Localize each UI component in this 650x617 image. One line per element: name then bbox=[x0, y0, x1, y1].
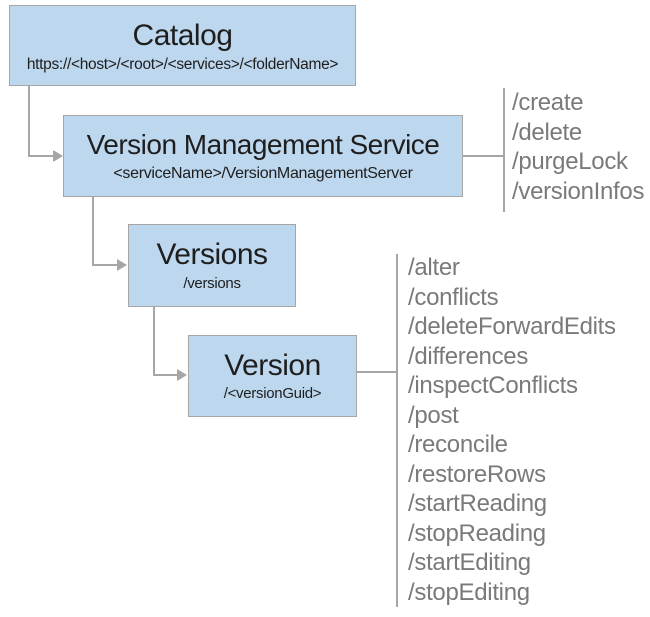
connector-service-to-operations bbox=[463, 155, 503, 157]
node-version: Version /<versionGuid> bbox=[188, 335, 357, 417]
connector-version-to-operations bbox=[357, 371, 396, 373]
node-version-management-service: Version Management Service <serviceName>… bbox=[63, 115, 463, 197]
version-operations-rail bbox=[396, 254, 398, 607]
node-version-title: Version bbox=[224, 348, 321, 382]
service-operations-rail bbox=[503, 88, 505, 212]
node-catalog-subtitle: https://<host>/<root>/<services>/<folder… bbox=[26, 55, 339, 73]
arrowhead-into-versions-icon bbox=[117, 259, 127, 271]
node-versions-title: Versions bbox=[156, 238, 268, 272]
node-version-management-service-subtitle: <serviceName>/VersionManagementServer bbox=[113, 164, 413, 182]
version-operations-list: /alter /conflicts /deleteForwardEdits /d… bbox=[408, 253, 616, 607]
node-catalog-title: Catalog bbox=[132, 18, 233, 52]
operation-restorerows: /restoreRows bbox=[408, 460, 546, 488]
service-operations-list: /create /delete /purgeLock /versionInfos bbox=[512, 88, 644, 206]
connector-service-to-versions-horizontal bbox=[92, 264, 118, 266]
connector-versions-to-version-vertical bbox=[153, 307, 155, 376]
operation-deleteforwardedits: /deleteForwardEdits bbox=[408, 313, 616, 340]
operation-purgelock: /purgeLock bbox=[512, 148, 628, 175]
operation-create: /create bbox=[512, 89, 584, 116]
operation-versioninfos: /versionInfos bbox=[512, 177, 645, 205]
node-version-management-service-title: Version Management Service bbox=[86, 129, 440, 161]
operation-stopediting: /stopEditing bbox=[408, 578, 530, 606]
arrowhead-into-service-icon bbox=[53, 150, 63, 162]
arrowhead-into-version-icon bbox=[177, 369, 187, 381]
node-versions-subtitle: /versions bbox=[183, 274, 241, 292]
connector-service-to-versions-vertical bbox=[92, 197, 94, 266]
node-version-subtitle: /<versionGuid> bbox=[223, 385, 322, 403]
node-versions: Versions /versions bbox=[128, 224, 296, 307]
operation-startreading: /startReading bbox=[408, 490, 547, 517]
connector-catalog-to-service-horizontal bbox=[28, 155, 54, 157]
operation-inspectconflicts: /inspectConflicts bbox=[408, 372, 578, 399]
operation-differences: /differences bbox=[408, 342, 529, 370]
operation-startediting: /startEditing bbox=[408, 549, 531, 576]
operation-reconcile: /reconcile bbox=[408, 431, 508, 458]
operation-conflicts: /conflicts bbox=[408, 283, 499, 311]
connector-catalog-to-service-vertical bbox=[28, 86, 30, 157]
operation-post: /post bbox=[408, 401, 459, 429]
operation-alter: /alter bbox=[408, 254, 460, 281]
connector-versions-to-version-horizontal bbox=[153, 374, 178, 376]
node-catalog: Catalog https://<host>/<root>/<services>… bbox=[9, 5, 356, 86]
operation-stopreading: /stopReading bbox=[408, 519, 546, 547]
operation-delete: /delete bbox=[512, 118, 582, 146]
